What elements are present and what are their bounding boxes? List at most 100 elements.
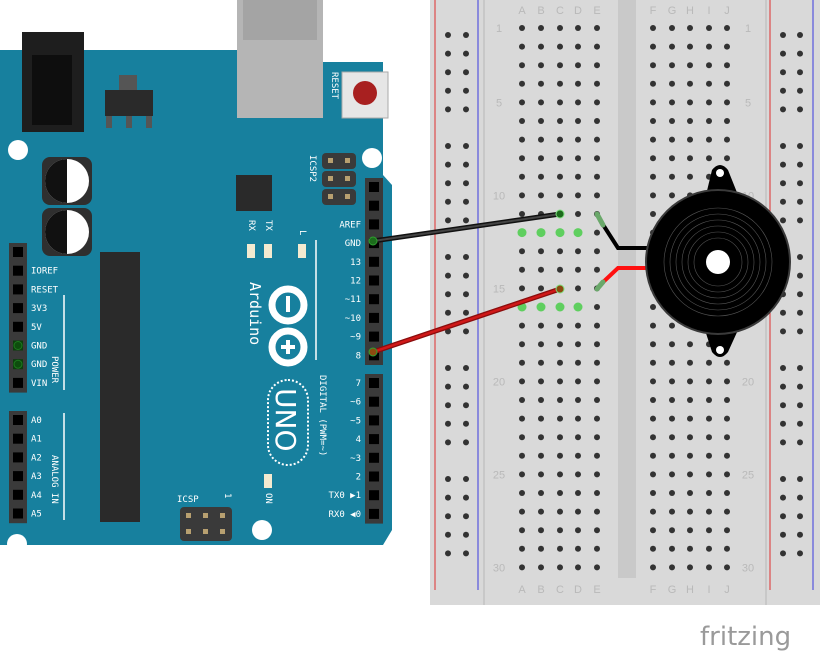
header-pin[interactable] [13,377,23,388]
rail-hole[interactable] [780,180,786,187]
rail-hole[interactable] [797,550,803,557]
rail-hole[interactable] [797,439,803,446]
breadboard-hole[interactable] [687,415,693,422]
breadboard-hole[interactable] [724,155,730,162]
breadboard-hole[interactable] [724,43,730,50]
breadboard-hole[interactable] [519,211,525,217]
breadboard-hole[interactable] [594,62,600,69]
breadboard-hole[interactable] [650,99,656,106]
breadboard-hole[interactable] [538,25,544,31]
rail-hole[interactable] [463,291,469,298]
rail-hole[interactable] [797,328,803,335]
breadboard-hole[interactable] [594,434,600,441]
breadboard-hole[interactable] [519,248,525,255]
rail-hole[interactable] [445,494,451,501]
rail-hole[interactable] [445,69,451,76]
breadboard-hole[interactable] [669,43,675,50]
breadboard-hole[interactable] [706,452,712,459]
rail-hole[interactable] [445,328,451,335]
breadboard-hole[interactable] [575,545,581,552]
rail-hole[interactable] [797,309,803,316]
breadboard-hole[interactable] [575,341,581,348]
rail-hole[interactable] [445,32,451,38]
breadboard-hole[interactable] [538,452,544,459]
breadboard-hole[interactable] [594,378,600,385]
breadboard-hole[interactable] [650,378,656,385]
breadboard-hole[interactable] [687,490,693,496]
rail-hole[interactable] [445,87,451,94]
breadboard-hole[interactable] [538,471,544,478]
rail-hole[interactable] [797,494,803,501]
header-pin[interactable] [369,219,379,230]
rail-hole[interactable] [463,143,469,149]
breadboard-hole[interactable] [650,304,656,310]
breadboard-hole[interactable] [724,397,730,403]
breadboard-hole[interactable] [557,248,563,255]
breadboard-hole[interactable] [594,173,600,180]
breadboard-hole[interactable] [594,359,600,366]
breadboard-hole[interactable] [669,508,675,515]
rail-hole[interactable] [463,476,469,482]
breadboard-hole[interactable] [538,43,544,50]
breadboard-hole[interactable] [687,452,693,459]
breadboard-hole[interactable] [594,471,600,478]
header-pin[interactable] [13,452,23,463]
breadboard-hole[interactable] [575,62,581,69]
breadboard-hole[interactable] [724,527,730,534]
rail-hole[interactable] [445,309,451,316]
breadboard-hole[interactable] [594,266,600,273]
header-pin[interactable] [13,303,23,314]
breadboard-hole[interactable] [538,378,544,385]
header-pin[interactable] [369,200,379,211]
breadboard-hole[interactable] [538,266,544,273]
breadboard-hole[interactable] [575,211,581,217]
header-pin[interactable] [13,471,23,482]
rail-hole[interactable] [780,531,786,538]
breadboard-hole[interactable] [706,545,712,552]
breadboard-hole[interactable] [538,80,544,87]
breadboard-hole[interactable] [650,341,656,348]
rail-hole[interactable] [463,531,469,538]
rail-hole[interactable] [797,87,803,94]
breadboard-hole[interactable] [650,155,656,162]
rail-hole[interactable] [445,550,451,557]
breadboard-hole[interactable] [724,118,730,124]
breadboard-hole[interactable] [575,155,581,162]
breadboard-hole[interactable] [594,155,600,162]
rail-hole[interactable] [463,439,469,446]
breadboard-hole[interactable] [669,118,675,124]
breadboard-hole[interactable] [687,118,693,124]
breadboard-hole[interactable] [724,359,730,366]
breadboard-hole[interactable] [557,490,563,496]
breadboard-hole[interactable] [724,25,730,31]
rail-hole[interactable] [780,143,786,149]
breadboard-hole[interactable] [724,434,730,441]
breadboard-hole[interactable] [536,228,546,238]
header-pin[interactable] [13,489,23,500]
rail-hole[interactable] [463,50,469,57]
breadboard-hole[interactable] [519,25,525,31]
rail-hole[interactable] [797,50,803,57]
breadboard-hole[interactable] [724,62,730,69]
rail-hole[interactable] [797,513,803,520]
breadboard-hole[interactable] [557,192,563,199]
breadboard-hole[interactable] [557,341,563,348]
rail-hole[interactable] [445,402,451,409]
breadboard-hole[interactable] [669,527,675,534]
breadboard-hole[interactable] [517,228,527,238]
breadboard-hole[interactable] [557,564,563,571]
breadboard-hole[interactable] [669,62,675,69]
breadboard-hole[interactable] [557,471,563,478]
breadboard-hole[interactable] [706,359,712,366]
breadboard-hole[interactable] [669,192,675,199]
rail-hole[interactable] [463,420,469,427]
breadboard-hole[interactable] [575,118,581,124]
breadboard-hole[interactable] [538,118,544,124]
breadboard-hole[interactable] [538,508,544,515]
rail-hole[interactable] [780,161,786,168]
breadboard-hole[interactable] [575,397,581,403]
rail-hole[interactable] [463,328,469,335]
breadboard-hole[interactable] [650,25,656,31]
breadboard-hole[interactable] [519,155,525,162]
breadboard-hole[interactable] [575,490,581,496]
